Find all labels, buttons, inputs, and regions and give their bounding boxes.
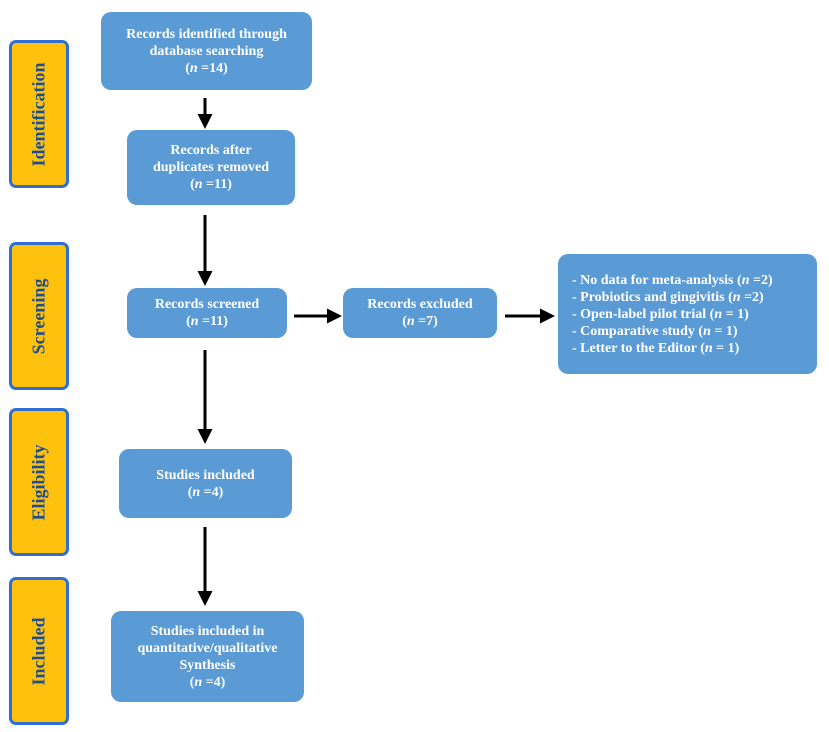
studies-synthesis-box: Studies included in quantitative/qualita… [111, 611, 304, 702]
count-value: 1 [737, 306, 745, 322]
exclusion-reason-item: - Probiotics and gingivitis (n =2) [572, 289, 764, 305]
count-symbol: n [741, 272, 750, 288]
count-separator: = [740, 289, 753, 305]
count-separator: = [198, 314, 211, 329]
count-separator: = [414, 314, 427, 329]
count-symbol: n [704, 340, 713, 356]
box-text-line: Records excluded [367, 297, 473, 312]
count-separator: = [202, 177, 215, 192]
count-separator: = [710, 323, 726, 339]
count-separator: = [197, 60, 210, 76]
count-symbol: n [703, 323, 711, 339]
count-symbol: n [190, 314, 199, 329]
phase-screening: Screening [9, 242, 69, 390]
exclusion-reasons-box: - No data for meta-analysis (n =2) - Pro… [558, 254, 817, 374]
reason-text: - Probiotics and gingivitis [572, 289, 725, 305]
reason-text: - Comparative study [572, 323, 695, 339]
count-value: 11 [214, 177, 228, 192]
count-separator: = [722, 306, 738, 322]
count-symbol: n [194, 674, 203, 690]
exclusion-reason-item: - No data for meta-analysis (n =2) [572, 272, 773, 288]
count-separator: = [749, 272, 761, 288]
box-text-line: Records after [170, 143, 252, 158]
count-separator: = [712, 340, 728, 356]
box-count: (n =4) [187, 484, 224, 500]
count-value: 1 [725, 323, 733, 339]
phase-identification: Identification [9, 40, 69, 188]
phase-included: Included [9, 577, 69, 725]
count-symbol: n [406, 314, 415, 329]
box-count: (n =11) [186, 314, 228, 329]
count-separator: = [200, 484, 212, 500]
count-value: 2 [752, 289, 760, 305]
count-symbol: n [714, 306, 723, 322]
records-identified-box: Records identified through database sear… [101, 12, 312, 90]
studies-included-box: Studies included (n =4) [119, 449, 292, 518]
box-count: (n =7) [402, 314, 438, 329]
box-count: (n =11) [190, 177, 232, 192]
box-text-line: Studies included in [150, 623, 265, 639]
records-excluded-box: Records excluded (n =7) [343, 288, 497, 338]
count-value: 14 [209, 60, 224, 76]
box-text-line: Records screened [154, 297, 260, 312]
box-count: (n =4) [189, 674, 226, 690]
exclusion-reasons-list: - No data for meta-analysis (n =2) - Pro… [572, 272, 773, 357]
count-symbol: n [189, 60, 198, 76]
count-value: 7 [426, 314, 434, 329]
count-value: 1 [727, 340, 735, 356]
count-symbol: n [194, 177, 203, 192]
reason-text: - Letter to the Editor [572, 340, 697, 356]
box-text-line: Records identified through [126, 26, 287, 42]
records-screened-box: Records screened (n =11) [127, 288, 287, 338]
count-value: 4 [213, 674, 221, 690]
exclusion-reason-item: - Comparative study (n = 1) [572, 323, 738, 339]
box-text-line: Synthesis [179, 657, 236, 673]
count-value: 4 [211, 484, 219, 500]
box-text-line: database searching [149, 43, 264, 59]
reason-text: - Open-label pilot trial [572, 306, 707, 322]
count-symbol: n [192, 484, 201, 500]
box-text-line: quantitative/qualitative [137, 640, 278, 656]
box-count: (n =14) [185, 60, 228, 76]
reason-text: - No data for meta-analysis [572, 272, 734, 288]
count-value: 11 [210, 314, 224, 329]
phase-eligibility: Eligibility [9, 408, 69, 556]
count-separator: = [202, 674, 214, 690]
box-text-line: duplicates removed [152, 160, 269, 175]
count-symbol: n [732, 289, 741, 305]
records-after-duplicates-box: Records after duplicates removed (n =11) [127, 130, 295, 205]
box-text-line: Studies included [156, 467, 255, 483]
exclusion-reason-item: - Letter to the Editor (n = 1) [572, 340, 740, 356]
count-value: 2 [760, 272, 768, 288]
exclusion-reason-item: - Open-label pilot trial (n = 1) [572, 306, 749, 322]
